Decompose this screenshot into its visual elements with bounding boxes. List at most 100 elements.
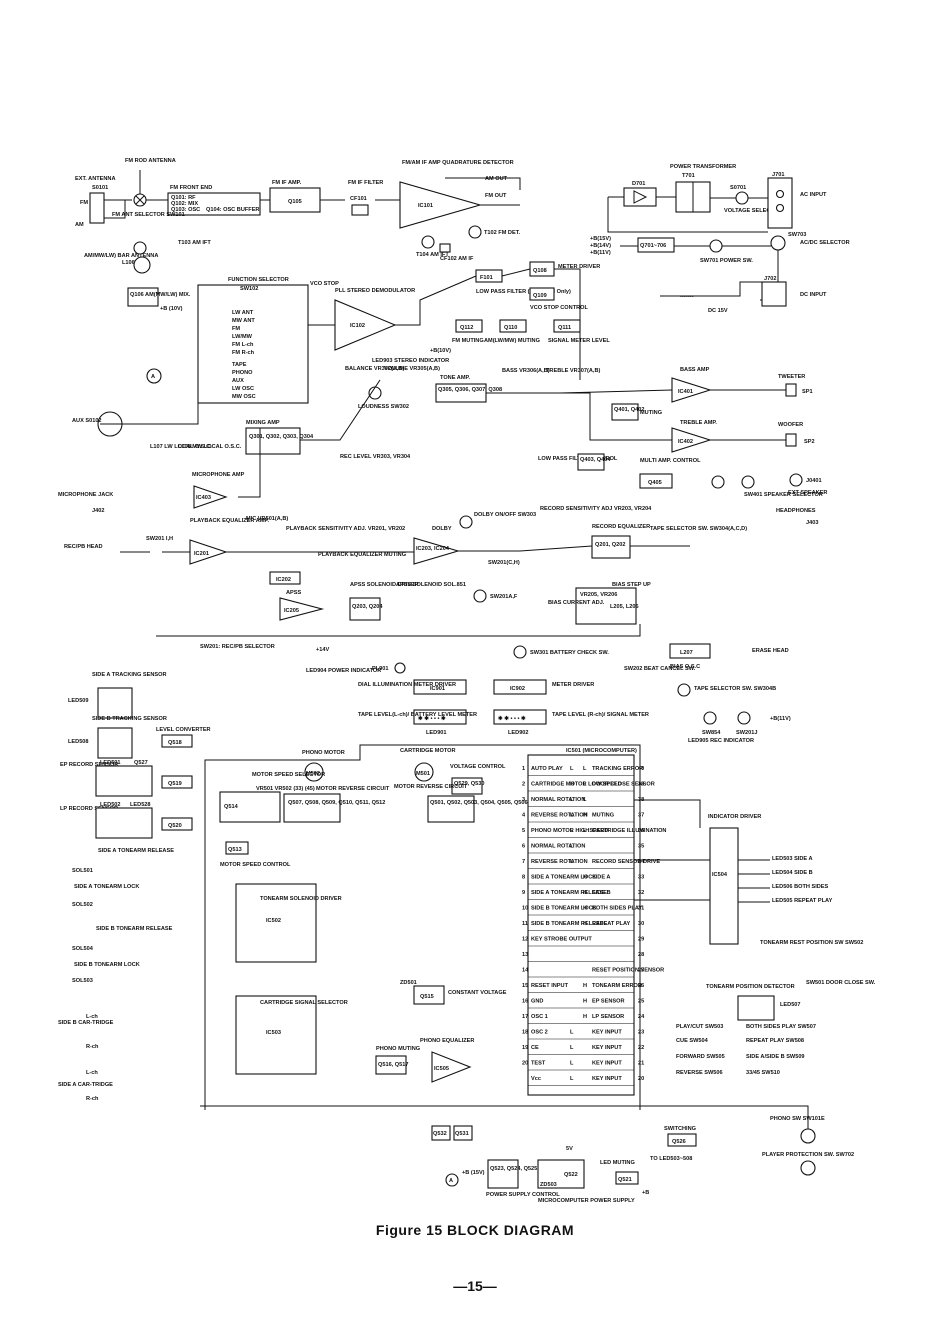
led502-label: LED502 [100,802,121,808]
sw201ch-label: SW201(C,H) [488,560,520,566]
q532-box [431,1125,451,1141]
dolby-label: DOLBY [432,526,452,532]
fm-terminal-label: FM [80,200,88,206]
ic501-pin-level-a: L [570,859,574,865]
vr501-label: VR501 VR502 (33) (45) [256,786,315,792]
sw854-node [703,711,717,725]
ic501-pin-left: 18 [522,1030,528,1036]
ic501-pin-right: 32 [638,890,644,896]
ic501-pin-left: 4 [522,813,526,819]
ic102-label: IC102 [350,323,365,329]
ic205-amp [279,597,325,621]
sw201af-label: SW201A,F [490,594,518,600]
player-bus-wires [200,744,809,1129]
ic501-pin-right: 35 [638,844,644,850]
q405-label: Q405 [648,480,662,486]
ic501-pin-right: 37 [638,813,644,819]
sw202-label: SW202 BEAT CANCEL SW. [624,666,696,672]
ic501-microcomputer [527,754,635,1096]
fm-rod-antenna-label: FM ROD ANTENNA [125,158,176,164]
phono-muting-label: PHONO MUTING [376,1046,420,1052]
ic501-pin-right: 40 [638,766,644,772]
b8-15v-label: +B (15V) [462,1170,485,1176]
ic501-pin-right: 28 [638,952,644,958]
q515-box [413,985,445,1005]
s0101-label: S0101 [92,185,108,191]
amfm-bar-label: AM/MW/LW) BAR ANTENNA [84,253,158,259]
sw854-label: SW854 [702,730,721,736]
q701-706-box [637,237,675,253]
ic501-pin-function: SIDE A [592,875,610,881]
ic902-box [493,679,547,695]
vr205-label: VR205, VR206 [580,592,617,598]
fs-fmr: FM R-ch [232,350,255,356]
bias-step-label: BIAS STEP UP [612,582,651,588]
lch-a-label: L-ch [86,1070,98,1076]
am-terminal-label: AM [75,222,84,228]
m501-motor-icon [414,762,434,782]
sw201j-node [737,711,751,725]
ic401-label: IC401 [678,389,693,395]
sw201ih-label: SW201 I,H [146,536,173,542]
led504-label: LED504 SIDE B [772,870,813,876]
tone-q-label: Q305, Q306, Q307, Q308 [438,387,502,393]
ic501-pin-function: TRACKING ERROR [592,766,643,772]
function-selector-label: FUNCTION SELECTOR [228,277,289,283]
t102-coil-icon [468,225,482,239]
page-number: —15— [453,1278,497,1294]
ic501-pin-level-b: L [583,797,587,803]
bias-current-label: BIAS CURRENT ADJ. [548,600,605,606]
tone-amp-label: TONE AMP. [440,375,470,381]
bias-osc-label: BIAS O.S.C [670,664,700,670]
muting-label: MUTING [640,410,662,416]
led507-label: LED507 [780,1002,801,1008]
phono-motor-label: PHONO MOTOR [302,750,345,756]
q531-label: Q531 [455,1131,469,1137]
ic901-label: IC901 [430,686,445,692]
dc15v-label: DC 15V [708,308,728,314]
led901-label: LED901 [426,730,447,736]
tonearm-pos-box [737,995,775,1021]
l106-label: L106 [122,260,135,266]
sw301-node [513,645,527,659]
fm-muting-label: FM MUTING [452,338,484,344]
recpb-head-label: REC/PB HEAD [64,544,103,550]
tape-level-l-label: TAPE LEVEL(L-ch)/ BATTERY LEVEL METER [358,712,477,718]
ic501-pin-name: SIDE A TONEARM LOCK [531,875,596,881]
l107-label: L107 LW LOCAL O.S.C. [150,444,212,450]
l207-box [669,643,711,659]
ic501-pin-left: 17 [522,1014,528,1020]
q111-label: Q111 [558,325,571,331]
voltage-selector-label: VOLTAGE SELECTOR [724,208,782,214]
sw201af-node [473,589,487,603]
battery-wire [660,281,762,297]
woofer-icon [785,433,797,447]
ic505-amp [431,1051,472,1083]
led902-box [493,709,547,725]
b11v-label: +B(11V) [770,716,791,722]
ic501-pin-right: 31 [638,906,644,912]
ic501-pin-name: AUTO PLAY [531,766,563,772]
q518-label: Q518 [168,740,182,746]
am-mix-node-icon [133,241,147,255]
ic101-amp [399,181,482,229]
ic501-pin-right: 22 [638,1045,644,1051]
level-conv-label: LEVEL CONVERTER [156,727,211,733]
ic501-pin-function: KEY INPUT [592,1045,622,1051]
l207-label: L207 [680,650,693,656]
ic501-pin-function: REPEAT PLAY [592,921,631,927]
ic501-pin-name: SIDE A TONEARM RELEASE [531,890,607,896]
ic501-pin-left: 5 [522,828,525,834]
tuner-section: FM ROD ANTENNA EXT. ANTENNA S0101 FM AM … [75,158,850,404]
ic501-pin-function: TONEARM ERROR [592,983,642,989]
ext-speaker-jack-icon [789,473,803,487]
acdc-selector-label: AC/DC SELECTOR [800,240,850,246]
treble-label: TREBLE VR307(A,B) [546,368,601,374]
q203-label: Q203, Q204 [352,604,383,610]
